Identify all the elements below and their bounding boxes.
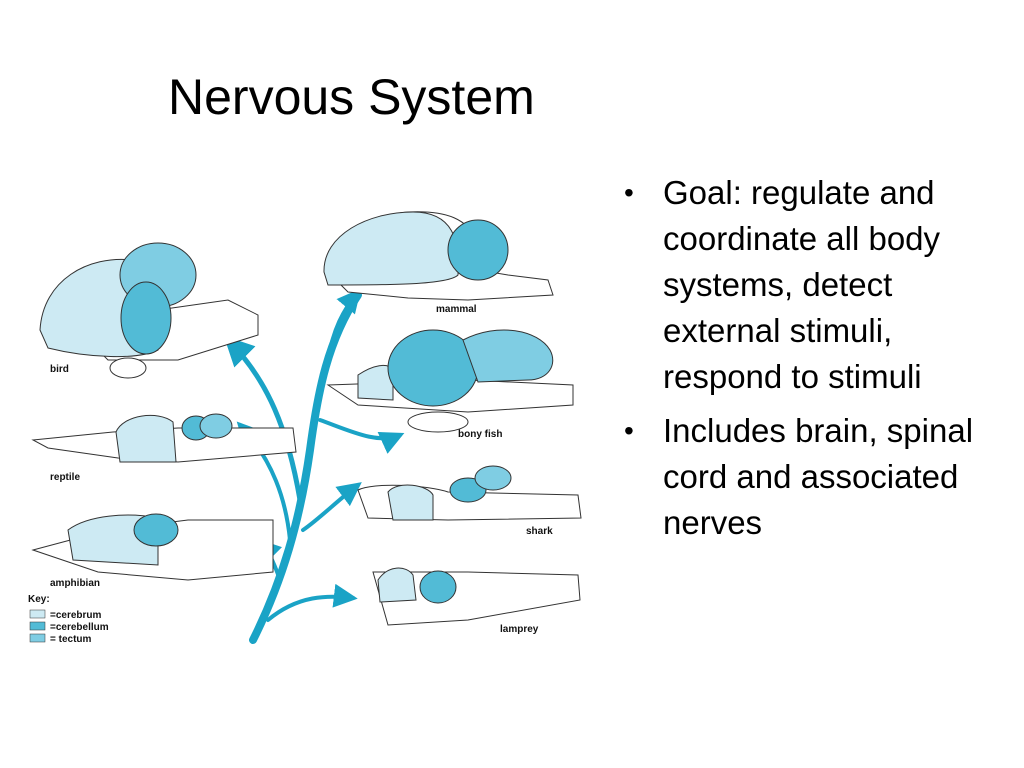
amphibian-tectum [133,513,179,547]
branch-shark [301,482,362,532]
reptile-cerebrum [115,414,177,463]
lamprey-tectum [419,570,457,604]
lamprey-cerebrum [377,567,417,603]
bullet-text: Includes brain, spinal cord and associat… [663,412,974,541]
bonyfish-cerebrum [357,364,394,401]
label-bonyfish: bony fish [458,429,502,440]
key-label: = tectum [50,634,92,645]
key-label: =cerebrum [50,610,102,621]
lamprey-brain [372,567,581,626]
key-label: =cerebellum [50,622,109,633]
bullet-item: • Goal: regulate and coordinate all body… [622,170,1002,400]
bird-tectum [120,281,172,355]
label-bird: bird [50,364,69,375]
branch-lamprey [266,583,358,622]
mammal-cerebellum [447,219,509,281]
label-reptile: reptile [50,472,80,483]
figure-key: Key: =cerebrum =cerebellum = tectum [28,594,109,645]
label-mammal: mammal [436,304,477,315]
slide-title: Nervous System [168,69,535,125]
label-amphibian: amphibian [50,578,100,589]
key-swatch-cerebrum [29,609,46,619]
shark-brain [357,465,582,521]
phylogeny-tree [223,288,405,644]
key-heading: Key: [28,594,50,605]
key-swatch-cerebellum [29,621,46,631]
bullet-list: • Goal: regulate and coordinate all body… [622,170,1002,554]
label-lamprey: lamprey [500,624,539,635]
branch-bonyfish [318,418,405,454]
reptile-cerebellum [199,413,233,439]
bullet-dot-icon: • [624,177,634,208]
branch-mammal [326,288,362,362]
key-swatch-tectum [29,633,46,643]
bullet-text: Goal: regulate and coordinate all body s… [663,174,941,395]
shark-cerebellum [474,465,512,491]
branch-bird [223,335,303,503]
shark-cerebrum [387,484,434,521]
bonyfish-brain [326,329,574,433]
reptile-brain [31,413,297,463]
mammal-cerebrum [323,211,459,286]
brain-evolution-figure: mammal bird bony fish reptile shark [28,200,588,650]
mammal-brain [323,211,554,301]
amphibian-brain [31,513,274,581]
label-shark: shark [526,526,553,537]
bonyfish-cerebellum [462,329,554,383]
bullet-item: • Includes brain, spinal cord and associ… [622,408,1002,546]
bullet-dot-icon: • [624,415,634,446]
bird-brain [39,242,259,379]
